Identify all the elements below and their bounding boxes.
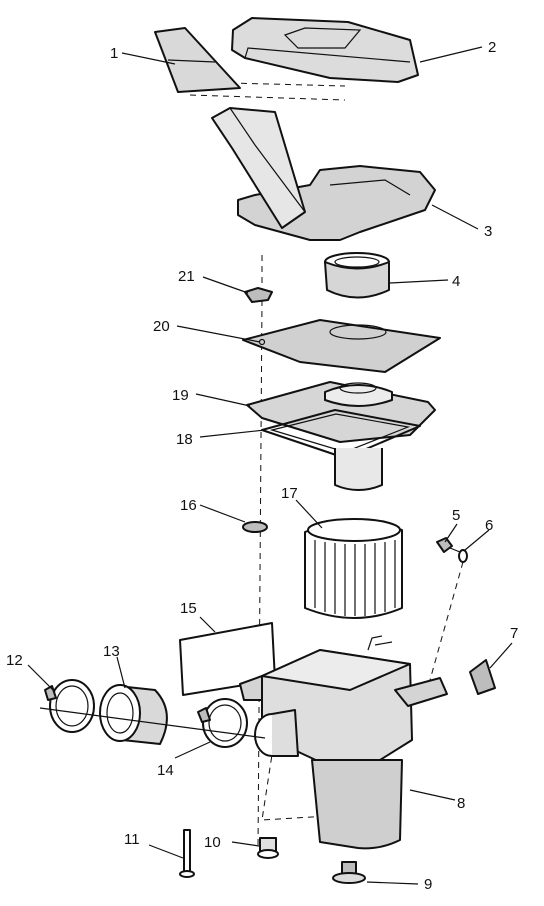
part-14-clamp [197,698,248,748]
part-9-drain-valve [332,861,366,884]
part-6-lock-washer [429,549,468,681]
part-18-gasket [261,409,421,459]
intake-axis-line [39,707,266,739]
label-4: 4 [452,273,460,290]
label-3: 3 [484,223,492,240]
part-17-air-filter [304,518,403,619]
part-3-intake-boot [211,107,436,241]
label-12: 12 [6,652,23,669]
part-7-bracket [469,659,496,695]
leader-lines [27,46,513,885]
label-18: 18 [176,431,193,448]
label-2: 2 [488,39,496,56]
part-21-nut [244,287,273,303]
part-8-airbox [239,635,448,850]
part-11-bolt [179,829,195,878]
part-1-intake-duct [154,27,241,93]
part-10-grommet [257,837,279,859]
part-5-screw [436,537,461,553]
label-14: 14 [157,762,174,779]
label-5: 5 [452,507,460,524]
label-1: 1 [110,45,118,62]
label-6: 6 [485,517,493,534]
part-12-clamp [44,679,95,733]
label-21: 21 [178,268,195,285]
label-7: 7 [510,625,518,642]
label-20: 20 [153,318,170,335]
label-19: 19 [172,387,189,404]
label-10: 10 [204,834,221,851]
label-17: 17 [281,485,298,502]
label-16: 16 [180,497,197,514]
part-13-intake-sleeve [99,684,168,745]
label-8: 8 [457,795,465,812]
part-20-adapter-plate [242,319,441,373]
label-11: 11 [124,831,140,848]
housing-outlet-tube [334,448,383,491]
part-16-washer [242,521,268,533]
part-number-labels: 1 2 3 4 5 6 7 8 9 10 11 12 13 14 15 16 1… [6,39,518,893]
part-2-top-cover [231,17,419,83]
label-9: 9 [424,876,432,893]
label-13: 13 [103,643,120,660]
label-15: 15 [180,600,197,617]
part-4-coupler [324,252,390,299]
airbox-side-outlet [254,709,299,757]
